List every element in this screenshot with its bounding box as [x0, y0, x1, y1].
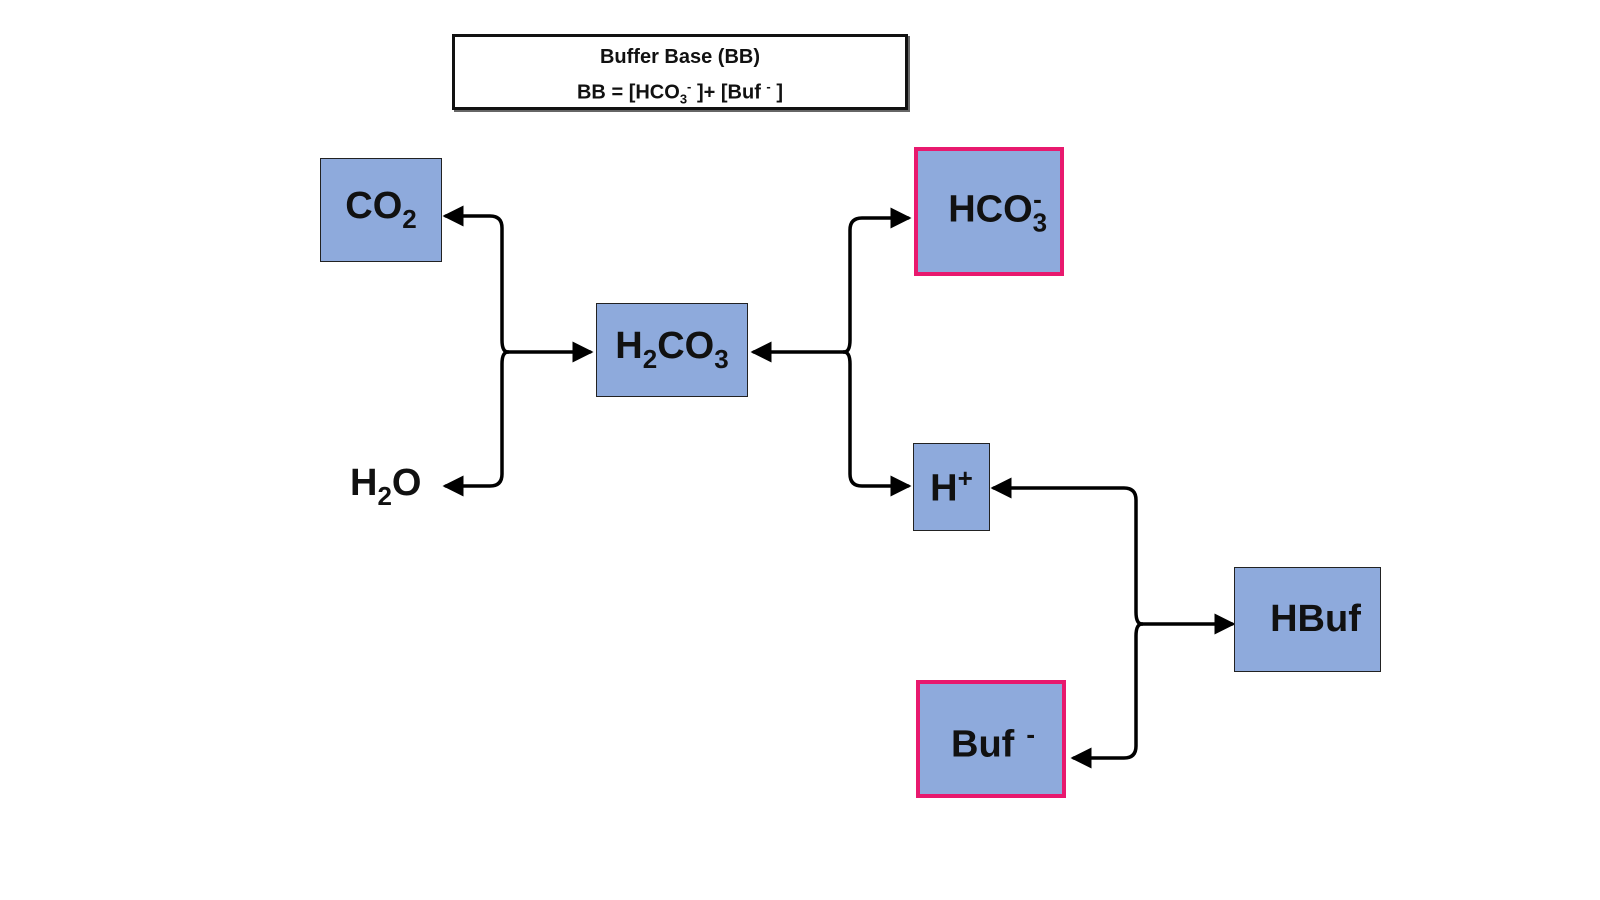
- node-hco3: HCO3-: [914, 147, 1064, 276]
- node-hbuf: HBuf: [1234, 567, 1381, 672]
- formula-term-buf-charge: -: [766, 79, 771, 94]
- node-hco3-label: HCO3-: [948, 184, 1048, 238]
- node-co2-label: CO2: [345, 185, 417, 234]
- arrow-to-hco3: [842, 207, 912, 354]
- node-buf-label: Buf-: [951, 719, 1035, 766]
- arrow-to-hplus: [842, 350, 912, 497]
- formula-term-hco3-sub: 3: [679, 91, 688, 107]
- node-co2: CO2: [320, 158, 442, 262]
- node-h-plus-label: H+: [930, 463, 973, 510]
- node-hbuf-label: HBuf: [1270, 598, 1361, 640]
- buffer-base-title: Buffer Base (BB): [599, 46, 761, 68]
- formula-term-buf: Buf: [727, 81, 761, 104]
- formula-term-hco3-charge: -: [687, 79, 692, 94]
- node-buf: Buf-: [916, 680, 1066, 798]
- formula-close-bracket-plus: ]+: [696, 81, 716, 104]
- arrow-to-buf: [1070, 622, 1144, 769]
- formula-open-bracket-2: [: [720, 81, 728, 104]
- formula-close-bracket-2: ]: [776, 81, 783, 104]
- buffer-base-title-box: Buffer Base (BB) BB = [HCO3- ]+ [Buf - ]: [452, 34, 908, 110]
- formula-equals: =: [611, 81, 624, 104]
- formula-term-hco3: HCO: [635, 81, 680, 104]
- node-h2co3: H2CO3: [596, 303, 748, 397]
- node-h-plus: H+: [913, 443, 990, 531]
- arrow-to-co2: [442, 205, 510, 354]
- arrow-back-to-hplus: [990, 477, 1144, 626]
- formula-lhs: BB: [576, 81, 606, 104]
- formula-open-bracket-1: [: [628, 81, 636, 104]
- node-h2o: H2O: [350, 462, 421, 512]
- node-h2o-label: H2O: [350, 462, 422, 511]
- arrow-to-h2o: [442, 350, 510, 497]
- buffer-base-formula: BB = [HCO3- ]+ [Buf - ]: [455, 79, 905, 107]
- node-h2co3-label: H2CO3: [615, 325, 729, 374]
